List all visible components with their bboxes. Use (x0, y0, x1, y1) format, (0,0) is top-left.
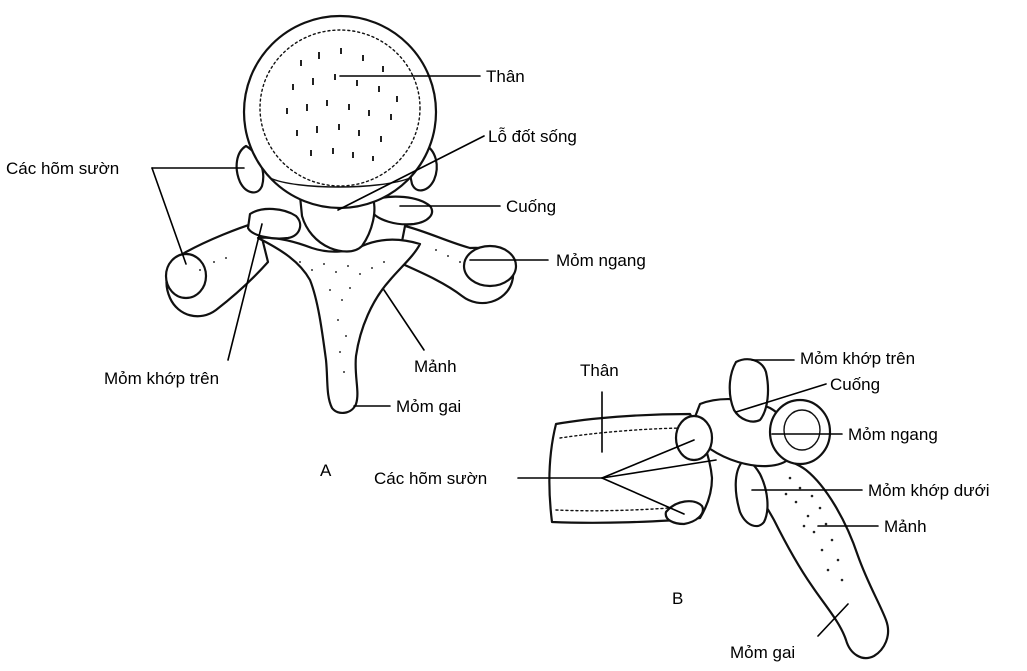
figure-a-vertebra-superior-view: Thân Lỗ đốt sống Các hõm sườn Cuống Mỏm … (6, 16, 646, 480)
label-a-costal-facets: Các hõm sườn (6, 159, 119, 178)
figure-a-lamina-and-spine (258, 238, 420, 413)
panel-letter-b: B (672, 589, 683, 608)
leader-a-costal-lower (152, 168, 186, 264)
label-b-pedicle: Cuống (830, 375, 880, 394)
figure-b-superior-costal-facet (676, 416, 712, 460)
label-b-inferior-articular-process: Mỏm khớp dưới (868, 481, 990, 500)
label-b-costal-facets: Các hõm sườn (374, 469, 487, 488)
figure-a-right-pedicle (372, 197, 432, 225)
label-b-lamina: Mảnh (884, 517, 927, 536)
figure-b-vertebra-lateral-view: Thân Mỏm khớp trên Cuống Mỏm ngang Các h… (374, 349, 990, 662)
figure-a-left-transverse-costal-facet (166, 254, 206, 298)
label-b-transverse-process: Mỏm ngang (848, 425, 938, 444)
label-a-lamina: Mảnh (414, 357, 457, 376)
label-a-body: Thân (486, 67, 525, 86)
label-a-transverse-process: Mỏm ngang (556, 251, 646, 270)
leader-a-lamina (384, 290, 424, 350)
figure-a-left-superior-articular-process (248, 209, 300, 239)
label-b-spinous-process: Mỏm gai (730, 643, 795, 662)
label-b-superior-articular-process: Mỏm khớp trên (800, 349, 915, 368)
label-a-superior-articular-process: Mỏm khớp trên (104, 369, 219, 388)
label-a-vertebral-foramen: Lỗ đốt sống (488, 127, 577, 146)
label-b-body: Thân (580, 361, 619, 380)
label-a-spinous-process: Mỏm gai (396, 397, 461, 416)
panel-letter-a: A (320, 461, 332, 480)
figure-a-right-transverse-costal-facet (464, 246, 516, 286)
label-a-pedicle: Cuống (506, 197, 556, 216)
